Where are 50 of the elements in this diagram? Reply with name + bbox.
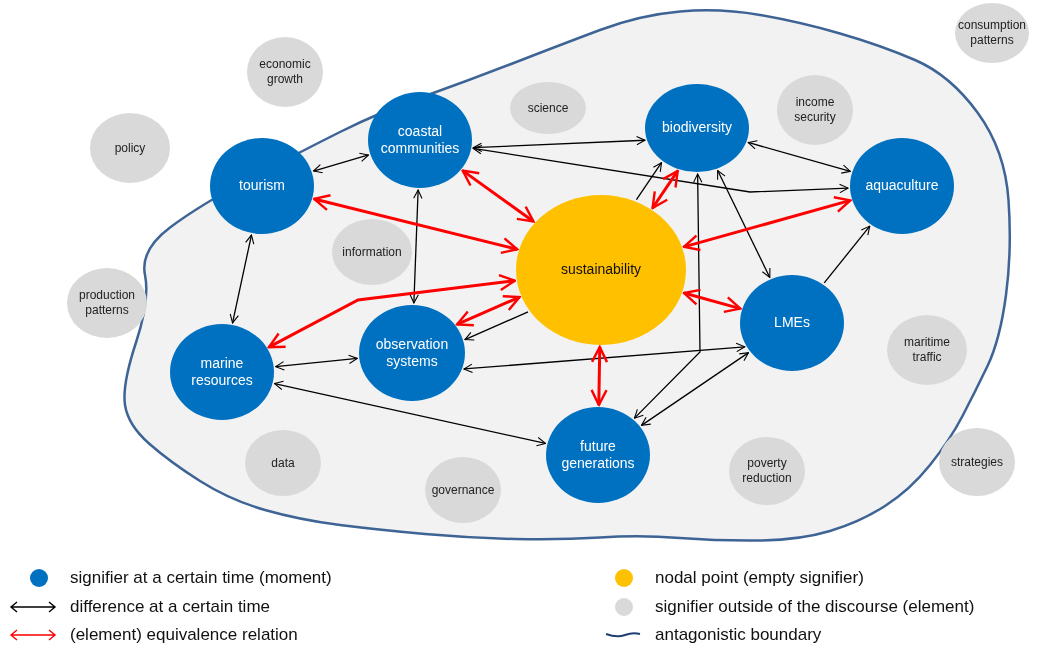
node-label: aquaculture bbox=[864, 177, 940, 195]
difference-arrow bbox=[229, 234, 255, 324]
legend-text: signifier at a certain time (moment) bbox=[70, 568, 332, 588]
node-label: information bbox=[341, 244, 403, 260]
node-label: future generations bbox=[560, 437, 636, 473]
difference-arrow bbox=[273, 380, 547, 447]
node-label: data bbox=[270, 455, 296, 471]
equivalence-arrow bbox=[682, 288, 742, 314]
equivalence-arrow bbox=[461, 169, 535, 223]
difference-arrow bbox=[275, 354, 358, 371]
difference-arrow bbox=[312, 152, 370, 174]
node-label: consumption patterns bbox=[957, 18, 1028, 48]
difference-arrow bbox=[472, 145, 849, 194]
node-label: economic growth bbox=[258, 57, 312, 87]
difference-arrow bbox=[633, 173, 703, 419]
node-label: tourism bbox=[238, 177, 286, 195]
difference-arrow bbox=[463, 342, 746, 373]
node-label: sustainability bbox=[559, 261, 643, 279]
difference-arrow bbox=[747, 140, 851, 174]
node-label: marine resources bbox=[190, 354, 254, 390]
node-label: science bbox=[526, 100, 570, 116]
node-label: income security bbox=[793, 95, 837, 125]
difference-arrow bbox=[823, 225, 871, 284]
equivalence-arrow bbox=[651, 169, 679, 210]
node-label: LMEs bbox=[773, 314, 811, 332]
legend-text: nodal point (empty signifier) bbox=[655, 568, 864, 588]
difference-arrow bbox=[472, 135, 646, 153]
difference-arrow bbox=[717, 169, 771, 279]
node-label: poverty reduction bbox=[741, 456, 793, 486]
node-label: production patterns bbox=[77, 288, 136, 318]
node-label: maritime traffic bbox=[903, 335, 951, 365]
difference-arrow bbox=[409, 189, 423, 304]
equivalence-arrow bbox=[267, 273, 517, 349]
equivalence-arrow bbox=[455, 295, 521, 327]
difference-arrow bbox=[464, 311, 529, 341]
equivalence-arrow bbox=[312, 194, 519, 255]
node-label: policy bbox=[113, 140, 147, 156]
equivalence-arrow bbox=[590, 345, 609, 407]
legend-text: difference at a certain time bbox=[70, 597, 270, 617]
legend-text: antagonistic boundary bbox=[655, 625, 822, 645]
node-label: strategies bbox=[950, 454, 1004, 470]
node-label: governance bbox=[430, 482, 496, 498]
node-label: observation systems bbox=[374, 335, 450, 371]
legend-text: (element) equivalence relation bbox=[70, 625, 298, 645]
difference-arrow bbox=[640, 351, 750, 427]
legend-text: signifier outside of the discourse (element) bbox=[655, 597, 975, 617]
node-label: biodiversity bbox=[661, 119, 733, 137]
equivalence-arrow bbox=[682, 196, 852, 252]
node-label: coastal communities bbox=[379, 122, 461, 158]
difference-arrow bbox=[635, 162, 663, 201]
